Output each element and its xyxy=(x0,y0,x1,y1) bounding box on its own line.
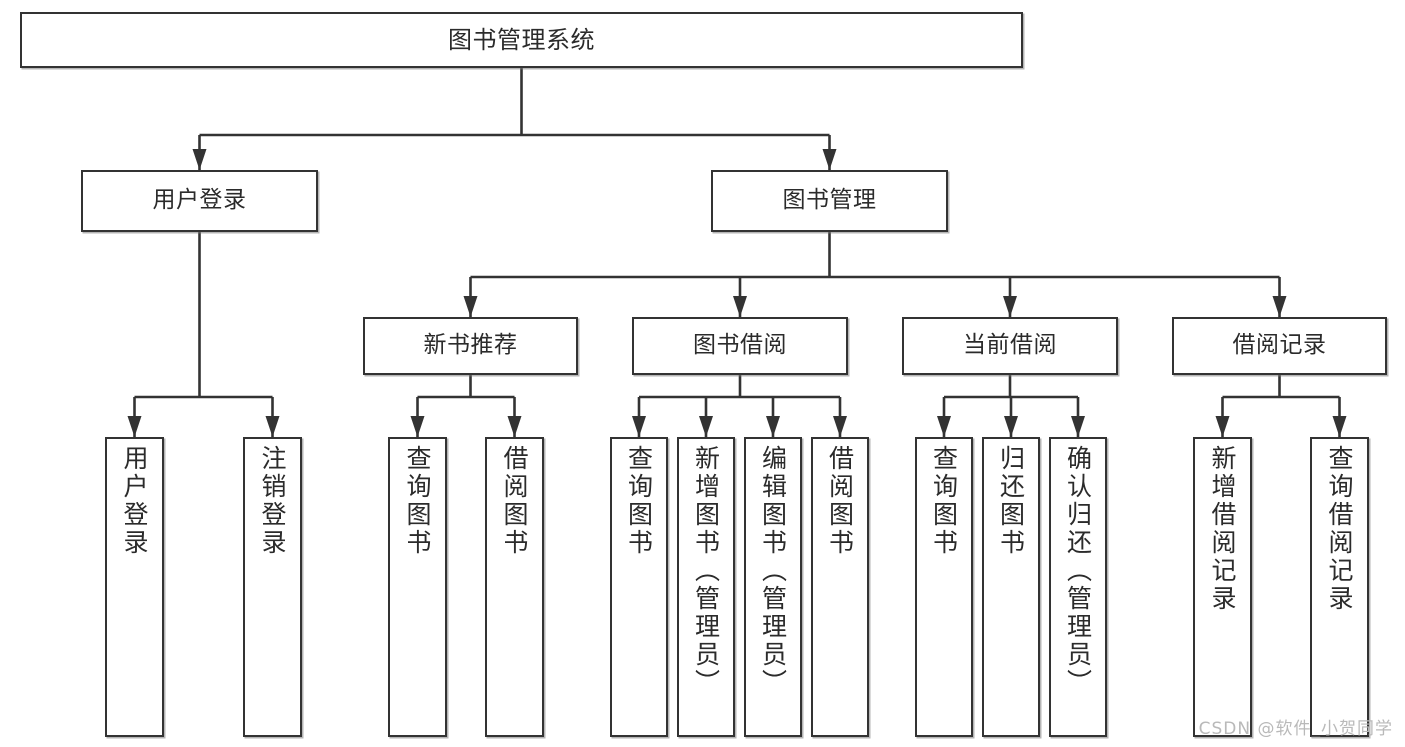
node-label: 注销登录 xyxy=(258,445,287,557)
node-current-borrow[interactable]: 当前借阅 xyxy=(902,317,1118,375)
arrowhead-icon xyxy=(1004,416,1018,437)
node-user-login[interactable]: 用户登录 xyxy=(81,170,318,232)
arrowhead-icon xyxy=(937,416,951,437)
arrowhead-icon xyxy=(1071,416,1085,437)
node-book-manage[interactable]: 图书管理 xyxy=(711,170,948,232)
node-label: 当前借阅 xyxy=(963,332,1057,359)
node-leaf-user-logout[interactable]: 注销登录 xyxy=(243,437,302,737)
arrowhead-icon xyxy=(1332,416,1347,437)
arrowhead-icon xyxy=(632,416,646,437)
node-leaf-borrow-book-1[interactable]: 借阅图书 xyxy=(485,437,544,737)
node-new-book-rec[interactable]: 新书推荐 xyxy=(363,317,578,375)
node-leaf-user-login[interactable]: 用户登录 xyxy=(105,437,164,737)
arrowhead-icon xyxy=(1003,296,1017,317)
node-leaf-query-book-2[interactable]: 查询图书 xyxy=(610,437,668,737)
node-label: 归还图书 xyxy=(996,445,1026,557)
node-leaf-add-book[interactable]: 新增图书（管理员） xyxy=(677,437,735,737)
node-leaf-query-record[interactable]: 查询借阅记录 xyxy=(1310,437,1369,737)
node-label: 借阅记录 xyxy=(1232,332,1327,359)
node-label: 用户登录 xyxy=(120,445,149,557)
arrowhead-icon xyxy=(463,296,478,317)
node-label: 新增图书（管理员） xyxy=(691,445,721,697)
node-borrow-record[interactable]: 借阅记录 xyxy=(1172,317,1387,375)
node-label: 查询图书 xyxy=(624,445,654,557)
arrowhead-icon xyxy=(410,416,425,437)
arrowhead-icon xyxy=(1272,296,1287,317)
csdn-watermark: CSDN @软件_小贺同学 xyxy=(1198,719,1393,739)
arrowhead-icon xyxy=(833,416,847,437)
arrowhead-icon xyxy=(766,416,780,437)
node-label: 新书推荐 xyxy=(423,332,518,359)
node-label: 查询图书 xyxy=(929,445,959,557)
arrowhead-icon xyxy=(699,416,713,437)
node-label: 查询借阅记录 xyxy=(1325,445,1354,613)
arrowhead-icon xyxy=(265,416,280,437)
arrowhead-icon xyxy=(1215,416,1230,437)
node-root[interactable]: 图书管理系统 xyxy=(20,12,1023,68)
node-label: 查询图书 xyxy=(403,445,432,557)
arrowhead-icon xyxy=(507,416,522,437)
node-label: 图书管理 xyxy=(782,187,877,214)
node-label: 借阅图书 xyxy=(500,445,529,557)
node-label: 确认归还（管理员） xyxy=(1063,445,1093,697)
node-label: 借阅图书 xyxy=(825,445,855,557)
arrowhead-icon xyxy=(127,416,142,437)
node-label: 新增借阅记录 xyxy=(1208,445,1237,613)
node-leaf-confirm-return[interactable]: 确认归还（管理员） xyxy=(1049,437,1107,737)
node-label: 编辑图书（管理员） xyxy=(758,445,788,697)
node-leaf-edit-book[interactable]: 编辑图书（管理员） xyxy=(744,437,802,737)
node-leaf-add-record[interactable]: 新增借阅记录 xyxy=(1193,437,1252,737)
node-leaf-borrow-book-2[interactable]: 借阅图书 xyxy=(811,437,869,737)
arrowhead-icon xyxy=(822,149,837,170)
node-leaf-query-book-1[interactable]: 查询图书 xyxy=(388,437,447,737)
node-label: 图书借阅 xyxy=(693,332,787,359)
arrowhead-icon xyxy=(192,149,207,170)
node-book-borrow[interactable]: 图书借阅 xyxy=(632,317,848,375)
node-label: 图书管理系统 xyxy=(448,25,595,54)
node-leaf-return-book[interactable]: 归还图书 xyxy=(982,437,1040,737)
node-leaf-query-book-3[interactable]: 查询图书 xyxy=(915,437,973,737)
node-label: 用户登录 xyxy=(152,187,247,214)
arrowhead-icon xyxy=(733,296,747,317)
